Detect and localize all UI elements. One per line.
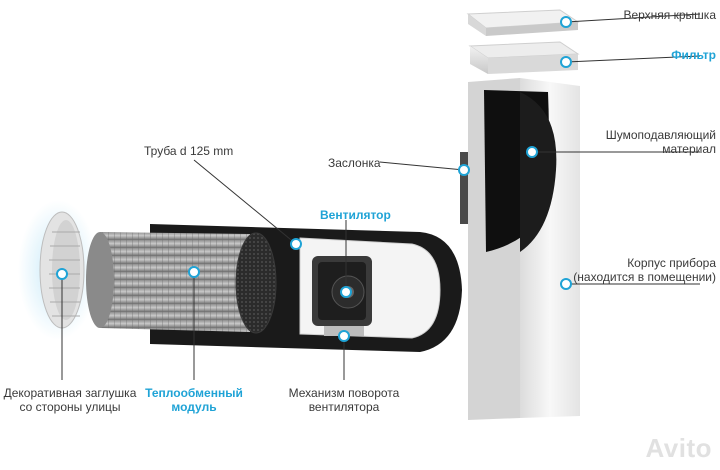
label-pipe: Труба d 125 mm bbox=[144, 144, 234, 158]
label-heat-exchanger-line1: Теплообменный bbox=[145, 386, 243, 400]
marker-housing bbox=[560, 278, 572, 290]
damper-plate bbox=[460, 152, 468, 224]
label-heat-exchanger-line2: модуль bbox=[171, 400, 217, 414]
label-decorative-cap: Декоративная заглушка со стороны улицы bbox=[2, 386, 138, 414]
callout-markers bbox=[56, 16, 572, 342]
top-cover bbox=[466, 9, 580, 36]
label-rotation-mech-line2: вентилятора bbox=[308, 400, 380, 414]
label-noise-material-line1: Шумоподавляющий bbox=[605, 128, 716, 142]
marker-noise-material bbox=[526, 146, 538, 158]
label-housing-line1: Корпус прибора bbox=[627, 256, 716, 270]
label-decorative-cap-line2: со стороны улицы bbox=[19, 400, 121, 414]
filter bbox=[468, 41, 580, 74]
heat-exchanger-core bbox=[86, 232, 277, 334]
label-noise-material-line2: материал bbox=[662, 142, 716, 156]
label-decorative-cap-line1: Декоративная заглушка bbox=[3, 386, 137, 400]
label-rotation-mech: Механизм поворота вентилятора bbox=[280, 386, 408, 414]
marker-damper bbox=[458, 164, 470, 176]
label-noise-material: Шумоподавляющий материал bbox=[606, 128, 716, 156]
label-fan: Вентилятор bbox=[320, 208, 391, 222]
marker-filter bbox=[560, 56, 572, 68]
marker-top-cover bbox=[560, 16, 572, 28]
device-housing bbox=[460, 9, 580, 420]
label-housing-line2: (находится в помещении) bbox=[573, 270, 716, 284]
label-filter: Фильтр bbox=[671, 48, 716, 62]
marker-pipe bbox=[290, 238, 302, 250]
marker-decorative-cap bbox=[56, 268, 68, 280]
leader-lines bbox=[61, 13, 701, 380]
pipe-assembly bbox=[18, 200, 462, 352]
watermark-logo: Avito bbox=[645, 433, 712, 463]
label-top-cover: Верхняя крышка bbox=[623, 8, 716, 22]
label-heat-exchanger: Теплообменный модуль bbox=[142, 386, 246, 414]
marker-rotation-mech bbox=[338, 330, 350, 342]
label-housing: Корпус прибора (находится в помещении) bbox=[573, 256, 716, 284]
marker-fan bbox=[340, 286, 352, 298]
label-rotation-mech-line1: Механизм поворота bbox=[288, 386, 400, 400]
marker-heat-exchanger bbox=[188, 266, 200, 278]
label-damper: Заслонка bbox=[328, 156, 381, 170]
